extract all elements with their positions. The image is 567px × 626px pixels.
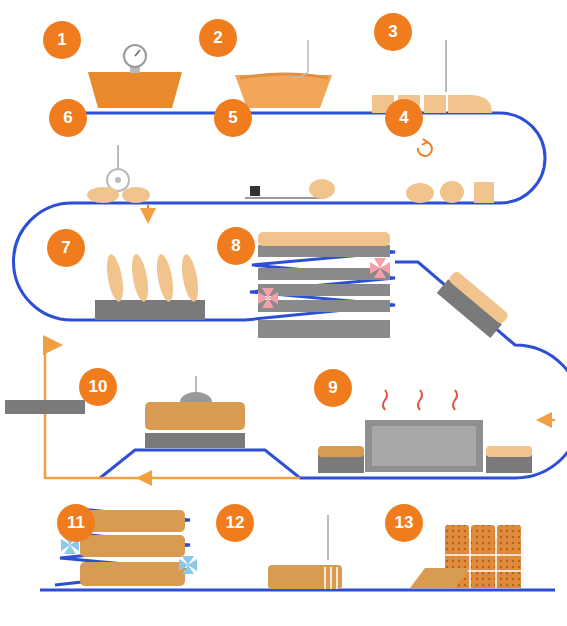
callout-number: 8 [231,236,240,256]
callout-circle: 4 [385,99,423,137]
callout-circle: 8 [217,227,255,265]
callout-number: 11 [67,513,85,533]
callout-number: 5 [228,108,237,128]
callout-circle: 10 [79,368,117,406]
callout-number: 3 [388,22,397,42]
callout-circle: 9 [314,369,352,407]
callout-number: 13 [395,513,414,533]
callout-circle: 7 [47,229,85,267]
callout-circle: 6 [49,99,87,137]
callout-number: 2 [213,28,222,48]
callout-number: 7 [61,238,70,258]
callout-number: 10 [89,377,108,397]
callout-number: 4 [399,108,408,128]
callout-circle: 5 [214,99,252,137]
callout-circle: 3 [374,13,412,51]
callout-circle: 12 [216,504,254,542]
callout-circle: 11 [57,504,95,542]
callout-number: 12 [226,513,245,533]
callout-circle: 1 [43,21,81,59]
callout-circle: 13 [385,504,423,542]
callout-number: 6 [63,108,72,128]
callout-number: 1 [57,30,66,50]
callout-number: 9 [328,378,337,398]
callout-circle: 2 [199,19,237,57]
